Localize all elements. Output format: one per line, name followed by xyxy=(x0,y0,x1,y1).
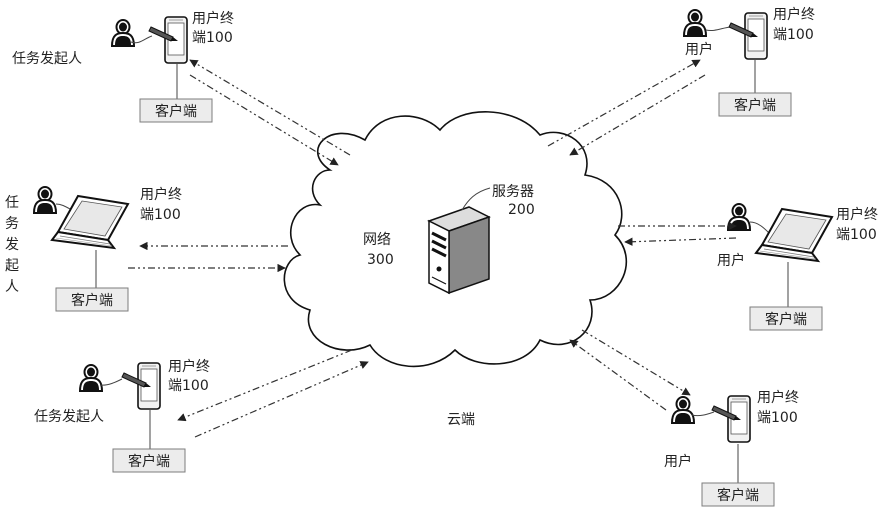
client-label: 客户端 xyxy=(717,487,759,504)
client-label: 客户端 xyxy=(765,311,807,328)
phone-icon xyxy=(729,13,767,59)
user-terminal-label: 用户终 端100 xyxy=(168,358,214,394)
user-label: 用户 xyxy=(685,41,713,58)
task-initiator-label: 任 务 发 起 人 xyxy=(5,195,23,295)
laptop-icon xyxy=(52,196,128,248)
client-label: 客户端 xyxy=(155,103,197,120)
arrow-cloud-to-bottom-right xyxy=(582,330,690,395)
person-icon xyxy=(80,365,102,391)
user-terminal-label: 用户终 端100 xyxy=(140,186,186,223)
node-mid-left: 任 务 发 起 人 用户终 端100 客户端 xyxy=(5,186,186,311)
user-terminal-label: 用户终 端100 xyxy=(773,6,819,43)
node-top-right: 用户 用户终 端100 客户端 xyxy=(684,6,819,116)
person-icon xyxy=(672,397,694,423)
phone-icon xyxy=(122,363,160,409)
phone-icon xyxy=(149,17,187,63)
server-icon xyxy=(429,207,489,293)
node-top-left: 任务发起人 用户终 端100 客户端 xyxy=(12,10,238,122)
user-label: 用户 xyxy=(717,252,745,269)
arrow-bottom-right-to-cloud xyxy=(570,340,666,410)
person-icon xyxy=(684,10,706,36)
user-terminal-label: 用户终 端100 xyxy=(757,389,803,426)
client-label: 客户端 xyxy=(71,292,113,309)
task-initiator-label: 任务发起人 xyxy=(34,409,104,425)
person-icon xyxy=(34,187,56,213)
node-bottom-left: 任务发起人 用户终 端100 客户端 xyxy=(34,358,214,472)
user-terminal-label: 用户终 端100 xyxy=(192,10,238,46)
arrow-cloud-to-top-right xyxy=(548,60,700,146)
arrow-top-right-to-cloud xyxy=(570,75,705,155)
user-terminal-label: 用户终 端100 xyxy=(836,206,882,243)
task-initiator-label: 任务发起人 xyxy=(12,51,82,67)
client-label: 客户端 xyxy=(128,453,170,470)
phone-icon xyxy=(712,396,750,442)
user-label: 用户 xyxy=(664,453,692,470)
person-icon xyxy=(728,204,750,230)
cloud-label: 云端 xyxy=(447,412,475,428)
laptop-icon xyxy=(756,209,832,261)
arrow-mid-right-to-cloud xyxy=(625,238,736,242)
person-icon xyxy=(112,20,134,46)
node-bottom-right: 用户 用户终 端100 客户端 xyxy=(664,389,803,506)
arrow-bottom-left-to-cloud xyxy=(195,362,368,437)
client-label: 客户端 xyxy=(734,97,776,114)
node-mid-right: 用户 用户终 端100 客户端 xyxy=(717,204,882,330)
